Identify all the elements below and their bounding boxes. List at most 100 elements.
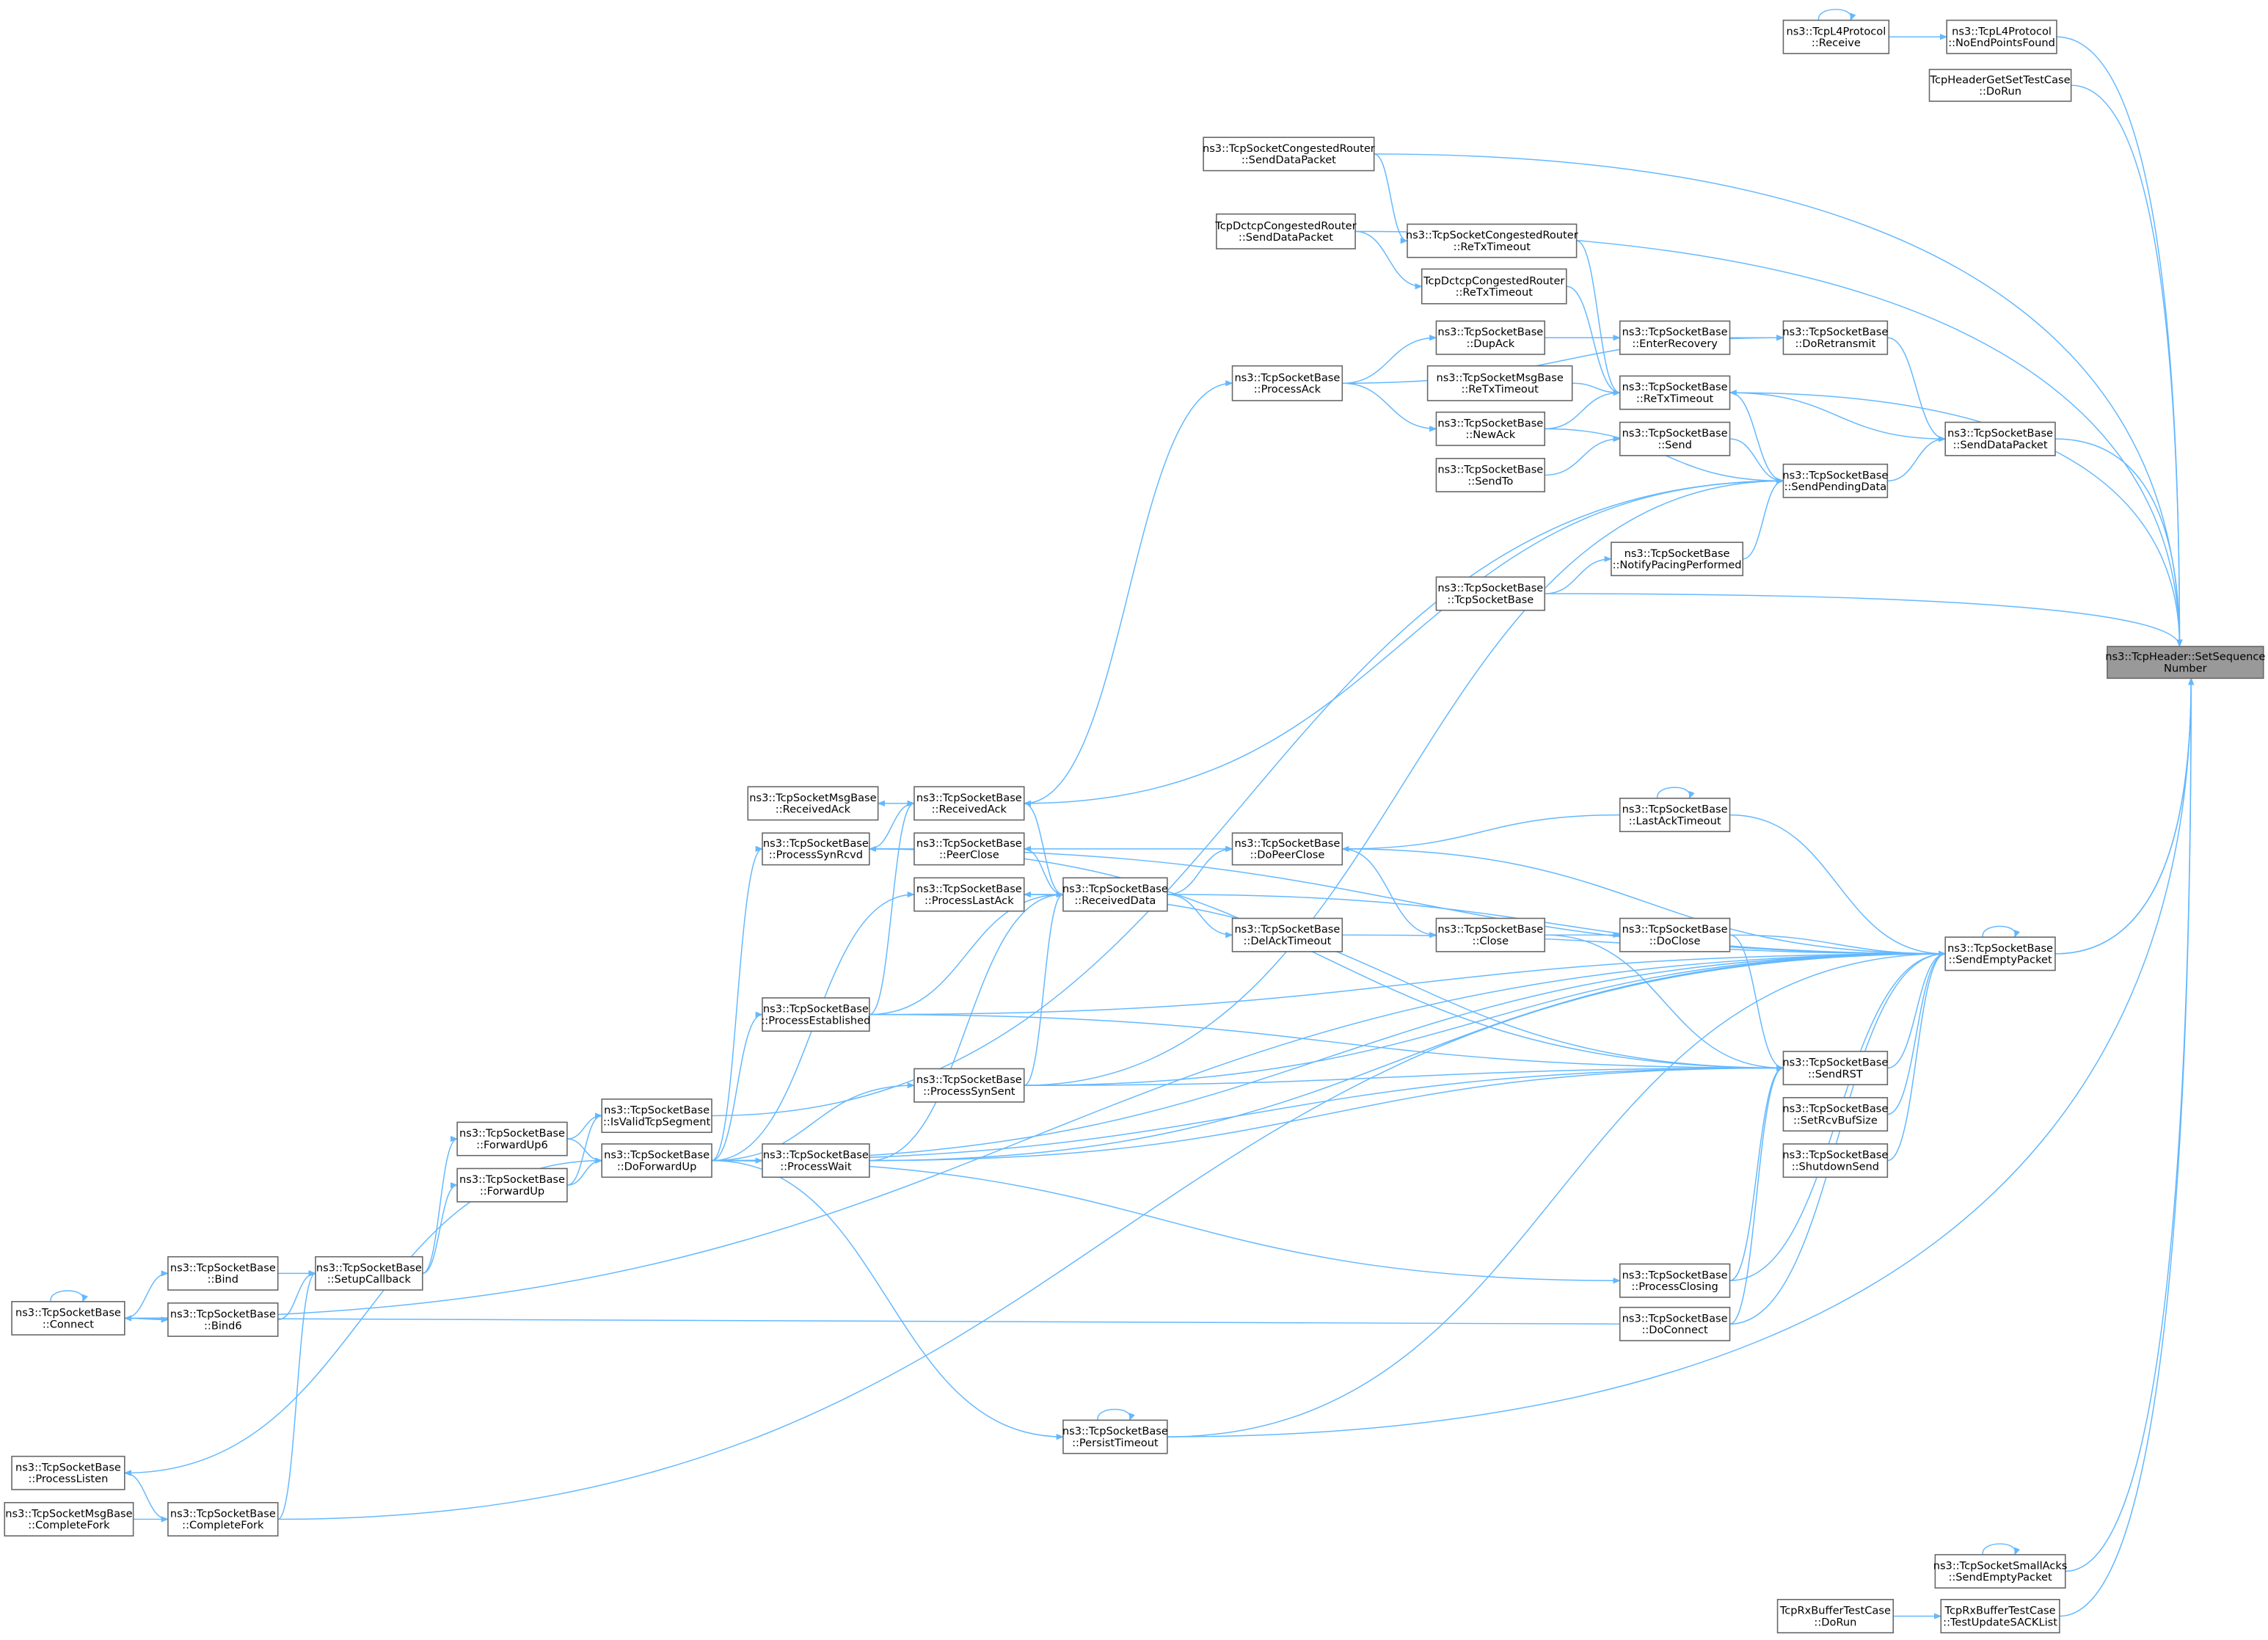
graph-node-msgrecvack[interactable]: ns3::TcpSocketMsgBase::ReceivedAck — [747, 786, 879, 821]
edge-setrcvbuf-to-sendempty — [1887, 950, 1947, 1115]
graph-node-smallacks[interactable]: ns3::TcpSocketSmallAcks::SendEmptyPacket — [1933, 1553, 2068, 1589]
edge-dopeerclose-to-sendempty — [1342, 848, 1947, 957]
graph-node-sendrst[interactable]: ns3::TcpSocketBase::SendRST — [1782, 1051, 1888, 1085]
node-label-line1: TcpRxBufferTestCase — [1944, 1605, 2056, 1617]
graph-node-listen[interactable]: ns3::TcpSocketBase::ProcessListen — [11, 1455, 125, 1490]
node-box — [1421, 268, 1567, 305]
graph-node-synrcvd[interactable]: ns3::TcpSocketBase::ProcessSynRcvd — [762, 832, 870, 866]
node-label-line1: ns3::TcpSocketBase — [1622, 803, 1728, 816]
node-box — [1940, 1599, 2060, 1633]
node-label-line1: ns3::TcpSocketBase — [763, 837, 869, 850]
graph-node-noend[interactable]: ns3::TcpL4Protocol::NoEndPointsFound — [1946, 19, 2057, 54]
graph-node-sacklist[interactable]: TcpRxBufferTestCase::TestUpdateSACKList — [1940, 1599, 2060, 1633]
graph-node-closing[interactable]: ns3::TcpSocketBase::ProcessClosing — [1619, 1263, 1731, 1298]
graph-node-established[interactable]: ns3::TcpSocketBase::ProcessEstablished — [761, 997, 870, 1032]
graph-node-lastack[interactable]: ns3::TcpSocketBase::ProcessLastAck — [914, 877, 1025, 912]
graph-node-notifypacing[interactable]: ns3::TcpSocketBase::NotifyPacingPerforme… — [1611, 542, 1744, 577]
graph-node-bind6[interactable]: ns3::TcpSocketBase::Bind6 — [167, 1302, 279, 1337]
edge-newack-to-retx — [1545, 389, 1621, 430]
graph-node-setrcvbuf[interactable]: ns3::TcpSocketBase::SetRcvBufSize — [1782, 1097, 1889, 1132]
node-label-line1: ns3::TcpSocketBase — [1782, 1103, 1888, 1115]
node-label-line2: ::DelAckTimeout — [1244, 935, 1332, 947]
edge-connect-to-bind — [124, 1270, 169, 1319]
node-box — [1946, 19, 2057, 54]
graph-node-bind[interactable]: ns3::TcpSocketBase::Bind — [167, 1255, 279, 1291]
node-box — [1435, 457, 1546, 492]
graph-node-msgfork[interactable]: ns3::TcpSocketMsgBase::CompleteFork — [4, 1501, 134, 1537]
graph-node-recvdata[interactable]: ns3::TcpSocketBase::ReceivedData — [1062, 877, 1168, 912]
node-box — [1619, 375, 1731, 410]
graph-node-connect[interactable]: ns3::TcpSocketBase::Connect — [11, 1301, 125, 1335]
edge-close-to-sendrst — [1545, 934, 1784, 1071]
graph-node-fork[interactable]: ns3::TcpSocketBase::CompleteFork — [167, 1501, 279, 1537]
graph-node-sendto[interactable]: ns3::TcpSocketBase::SendTo — [1435, 457, 1546, 492]
edge-fwdup6-to-isvalid — [566, 1112, 603, 1140]
edge-sendto-to-send — [1545, 436, 1621, 476]
graph-node-doretrans[interactable]: ns3::TcpSocketBase::DoRetransmit — [1782, 320, 1888, 355]
graph-node-rxdorun[interactable]: TcpRxBufferTestCase::DoRun — [1776, 1599, 1895, 1633]
node-label-line1: ns3::TcpSocketBase — [1437, 923, 1543, 936]
graph-node-ctor[interactable]: ns3::TcpSocketBase::TcpSocketBase — [1435, 576, 1546, 611]
graph-node-shutdown[interactable]: ns3::TcpSocketBase::ShutdownSend — [1782, 1143, 1888, 1178]
graph-node-hdrtest[interactable]: TcpHeaderGetSetTestCase::DoRun — [1928, 68, 2072, 102]
graph-node-msgretx[interactable]: ns3::TcpSocketMsgBase::ReTxTimeout — [1426, 365, 1573, 401]
node-box — [1782, 1097, 1889, 1132]
edge-doforwardup-to-sendempty — [711, 950, 1947, 1162]
graph-node-doconnect[interactable]: ns3::TcpSocketBase::DoConnect — [1619, 1306, 1731, 1341]
node-box — [167, 1255, 279, 1291]
node-label-line2: ::NoEndPointsFound — [1948, 37, 2055, 49]
node-label-line1: TcpDctcpCongestedRouter — [1423, 274, 1564, 287]
graph-node-recvack[interactable]: ns3::TcpSocketBase::ReceivedAck — [914, 786, 1025, 821]
graph-node-wait[interactable]: ns3::TcpSocketBase::ProcessWait — [762, 1143, 870, 1178]
node-label-line2: Number — [2164, 662, 2207, 674]
graph-node-send[interactable]: ns3::TcpSocketBase::Send — [1619, 421, 1731, 456]
node-label-line1: ns3::TcpL4Protocol — [1952, 25, 2052, 37]
graph-node-fwdup[interactable]: ns3::TcpSocketBase::ForwardUp — [456, 1167, 568, 1203]
graph-node-processack[interactable]: ns3::TcpSocketBase::ProcessAck — [1231, 365, 1343, 401]
graph-node-tcrretx[interactable]: ns3::TcpSocketCongestedRouter::ReTxTimeo… — [1406, 223, 1578, 258]
graph-node-l4recv[interactable]: ns3::TcpL4Protocol::Receive — [1782, 19, 1890, 54]
graph-node-sendempty[interactable]: ns3::TcpSocketBase::SendEmptyPacket — [1944, 936, 2056, 972]
graph-node-senddata[interactable]: ns3::TcpSocketBase::SendDataPacket — [1944, 421, 2056, 456]
node-label-line1: ns3::TcpSocketBase — [763, 1003, 869, 1016]
node-box — [762, 832, 870, 866]
edge-msgretx-to-retx — [1572, 382, 1621, 396]
edge-wait-to-recvdata — [869, 891, 1064, 1162]
graph-node-lastacktimeout[interactable]: ns3::TcpSocketBase::LastAckTimeout — [1619, 798, 1731, 833]
node-label-line2: ::SendTo — [1467, 475, 1513, 487]
node-label-line2: ::ReTxTimeout — [1454, 241, 1531, 253]
graph-node-close[interactable]: ns3::TcpSocketBase::Close — [1435, 917, 1546, 952]
graph-node-dupack[interactable]: ns3::TcpSocketBase::DupAck — [1435, 320, 1546, 355]
node-label-line1: ns3::TcpSocketBase — [15, 1461, 121, 1473]
node-label-line2: ::Send — [1658, 439, 1692, 451]
graph-node-peerclose[interactable]: ns3::TcpSocketBase::PeerClose — [914, 832, 1025, 866]
graph-node-newack[interactable]: ns3::TcpSocketBase::NewAck — [1435, 411, 1546, 446]
graph-node-retx[interactable]: ns3::TcpSocketBase::ReTxTimeout — [1619, 375, 1731, 410]
graph-node-doforwardup[interactable]: ns3::TcpSocketBase::DoForwardUp — [601, 1143, 712, 1178]
graph-node-tcrsend[interactable]: ns3::TcpSocketCongestedRouter::SendDataP… — [1203, 136, 1375, 172]
edge-doretrans-to-senddata — [1887, 337, 1947, 442]
graph-node-setupcb[interactable]: ns3::TcpSocketBase::SetupCallback — [315, 1255, 423, 1291]
node-label-line1: ns3::TcpSocketBase — [1625, 547, 1730, 560]
graph-node-sendpending[interactable]: ns3::TcpSocketBase::SendPendingData — [1782, 463, 1888, 498]
edge-synrcvd-to-sendrst — [869, 848, 1784, 1071]
node-label-line2: ::ProcessAck — [1254, 383, 1321, 396]
graph-node-delack[interactable]: ns3::TcpSocketBase::DelAckTimeout — [1231, 917, 1343, 952]
edge-tdcrsend-to-ssn — [1355, 230, 2183, 648]
node-label-line2: ::EnterRecovery — [1632, 338, 1718, 350]
node-label-line2: ::PersistTimeout — [1072, 1437, 1159, 1449]
graph-node-tdcrretx[interactable]: TcpDctcpCongestedRouter::ReTxTimeout — [1421, 268, 1567, 305]
graph-node-isvalid[interactable]: ns3::TcpSocketBase::IsValidTcpSegment — [601, 1098, 712, 1134]
node-box — [1435, 576, 1546, 611]
graph-node-enterrec[interactable]: ns3::TcpSocketBase::EnterRecovery — [1619, 320, 1731, 355]
graph-node-doclose[interactable]: ns3::TcpSocketBase::DoClose — [1619, 917, 1731, 952]
graph-node-synsent[interactable]: ns3::TcpSocketBase::ProcessSynSent — [914, 1068, 1025, 1103]
edge-doforwardup-to-synsent — [711, 1082, 915, 1162]
edge-lastacktimeout-to-lastacktimeout — [1657, 787, 1695, 799]
edge-doconnect-to-sendempty — [1729, 950, 1947, 1325]
graph-node-dopeerclose[interactable]: ns3::TcpSocketBase::DoPeerClose — [1231, 832, 1343, 866]
graph-node-fwdup6[interactable]: ns3::TcpSocketBase::ForwardUp6 — [456, 1121, 568, 1156]
graph-node-persist[interactable]: ns3::TcpSocketBase::PersistTimeout — [1062, 1419, 1168, 1454]
graph-node-tdcrsend[interactable]: TcpDctcpCongestedRouter::SendDataPacket — [1214, 213, 1357, 249]
